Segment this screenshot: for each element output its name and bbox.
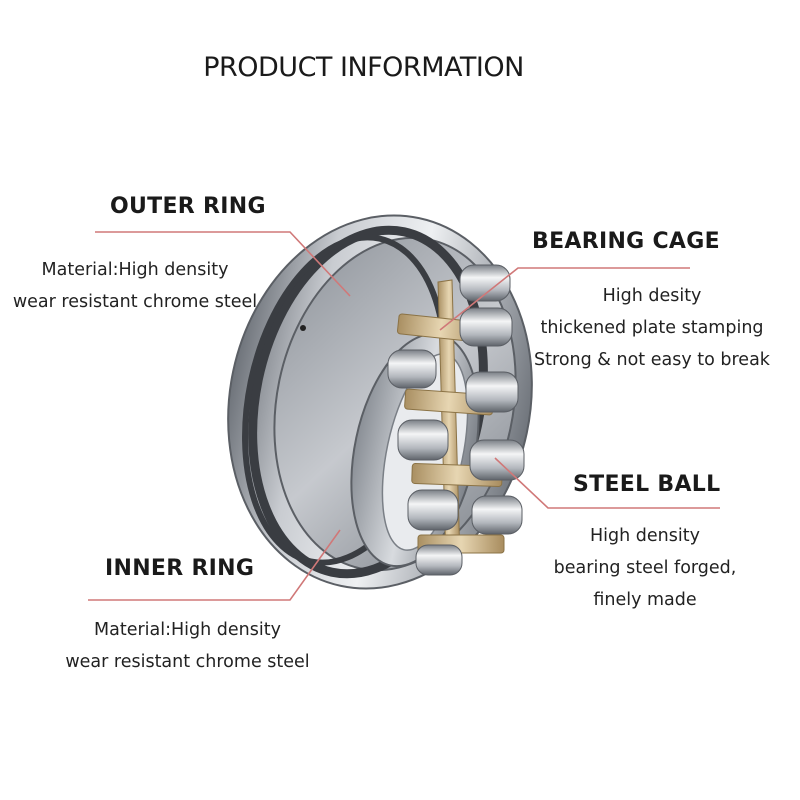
roller: [397, 419, 449, 461]
leader-lines: [88, 231, 720, 601]
inner-ring-desc-line: wear resistant chrome steel: [65, 652, 310, 672]
inner-ring-leader: [88, 529, 341, 601]
outer-ring-leader: [95, 231, 351, 297]
roller: [465, 371, 519, 413]
bearing-cage-description: High desity thickened plate stamping Str…: [520, 280, 784, 376]
steel-ball-desc-line: High density: [590, 526, 700, 546]
steel-ball-desc-line: finely made: [593, 590, 697, 610]
outer-ring-heading: OUTER RING: [110, 194, 266, 219]
roller: [459, 307, 513, 347]
steel-ball-heading: STEEL BALL: [573, 472, 721, 497]
bearing-cage-desc-line: thickened plate stamping: [540, 318, 764, 338]
lubrication-hole-icon: [300, 325, 306, 331]
roller: [407, 489, 459, 531]
steel-ball-desc-line: bearing steel forged,: [553, 558, 737, 578]
roller: [415, 544, 463, 576]
roller: [387, 349, 437, 389]
steel-ball-leader: [494, 457, 720, 509]
outer-ring-desc-line: wear resistant chrome steel: [12, 292, 258, 312]
outer-ring-desc-line: Material:High density: [41, 260, 229, 280]
roller: [471, 495, 523, 535]
inner-ring-desc-line: Material:High density: [94, 620, 281, 640]
steel-rollers: [387, 264, 525, 576]
inner-ring-heading: INNER RING: [105, 556, 255, 581]
outer-ring-description: Material:High density wear resistant chr…: [0, 254, 270, 318]
bearing-cage-heading: BEARING CAGE: [532, 229, 720, 254]
roller: [459, 264, 511, 302]
page-title: PRODUCT INFORMATION: [203, 52, 524, 83]
bearing-cage-desc-line: High desity: [602, 286, 702, 306]
bearing-cage-desc-line: Strong & not easy to break: [534, 350, 770, 370]
inner-ring-description: Material:High density wear resistant chr…: [50, 614, 325, 678]
bearing-cage-leader: [439, 267, 690, 331]
steel-ball-description: High density bearing steel forged, finel…: [535, 520, 755, 616]
